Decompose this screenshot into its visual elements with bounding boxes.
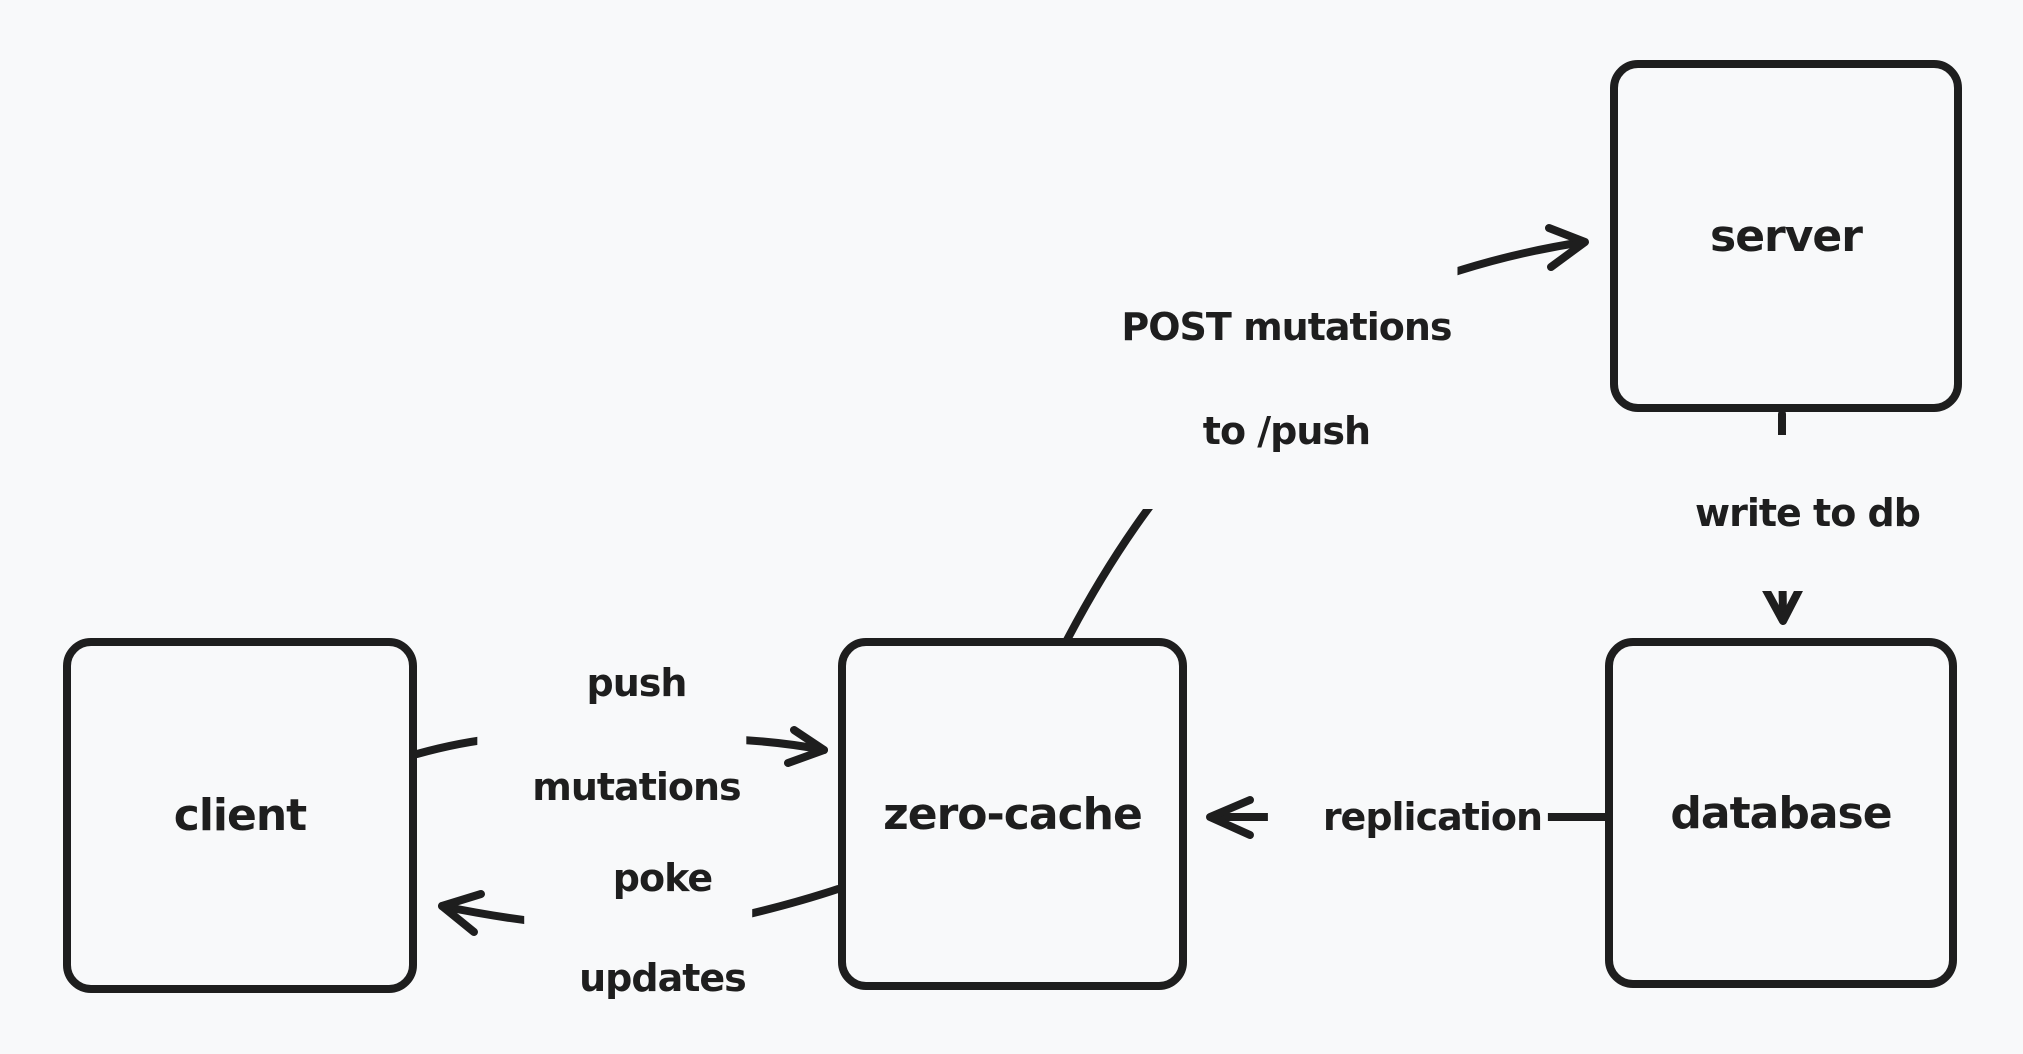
node-zero-cache: zero-cache xyxy=(838,638,1187,990)
node-client-label: client xyxy=(173,790,307,841)
edge-poke-updates-arrowhead xyxy=(438,890,485,936)
edge-label-push-mutations-line2: mutations xyxy=(532,765,741,809)
edge-label-post-mutations-line2: to /push xyxy=(1202,409,1371,453)
node-database: database xyxy=(1605,638,1957,988)
edge-label-replication-text: replication xyxy=(1322,795,1543,839)
edge-write-to-db-arrowhead xyxy=(1761,584,1804,625)
edge-label-replication: replication xyxy=(1267,739,1549,895)
edge-label-poke-updates-line1: poke xyxy=(612,856,713,900)
edge-post-mutations-arrowhead xyxy=(1545,224,1589,271)
node-zero-cache-label: zero-cache xyxy=(883,788,1143,840)
edge-label-poke-updates-line2: updates xyxy=(579,956,747,1000)
edge-push-mutations-arrowhead xyxy=(784,726,828,767)
node-server: server xyxy=(1610,60,1962,412)
node-database-label: database xyxy=(1670,787,1892,839)
edge-label-post-mutations: POST mutations to /push xyxy=(1066,249,1458,509)
edge-label-post-mutations-line1: POST mutations xyxy=(1121,305,1452,349)
edge-replication-arrowhead xyxy=(1206,796,1254,839)
node-server-label: server xyxy=(1710,210,1863,262)
node-client: client xyxy=(63,638,417,993)
edge-label-write-to-db: write to db xyxy=(1640,435,1926,591)
edge-label-push-mutations-line1: push xyxy=(586,661,687,705)
edge-label-poke-updates: poke updates xyxy=(524,803,752,1053)
edge-label-write-to-db-text: write to db xyxy=(1694,491,1921,535)
